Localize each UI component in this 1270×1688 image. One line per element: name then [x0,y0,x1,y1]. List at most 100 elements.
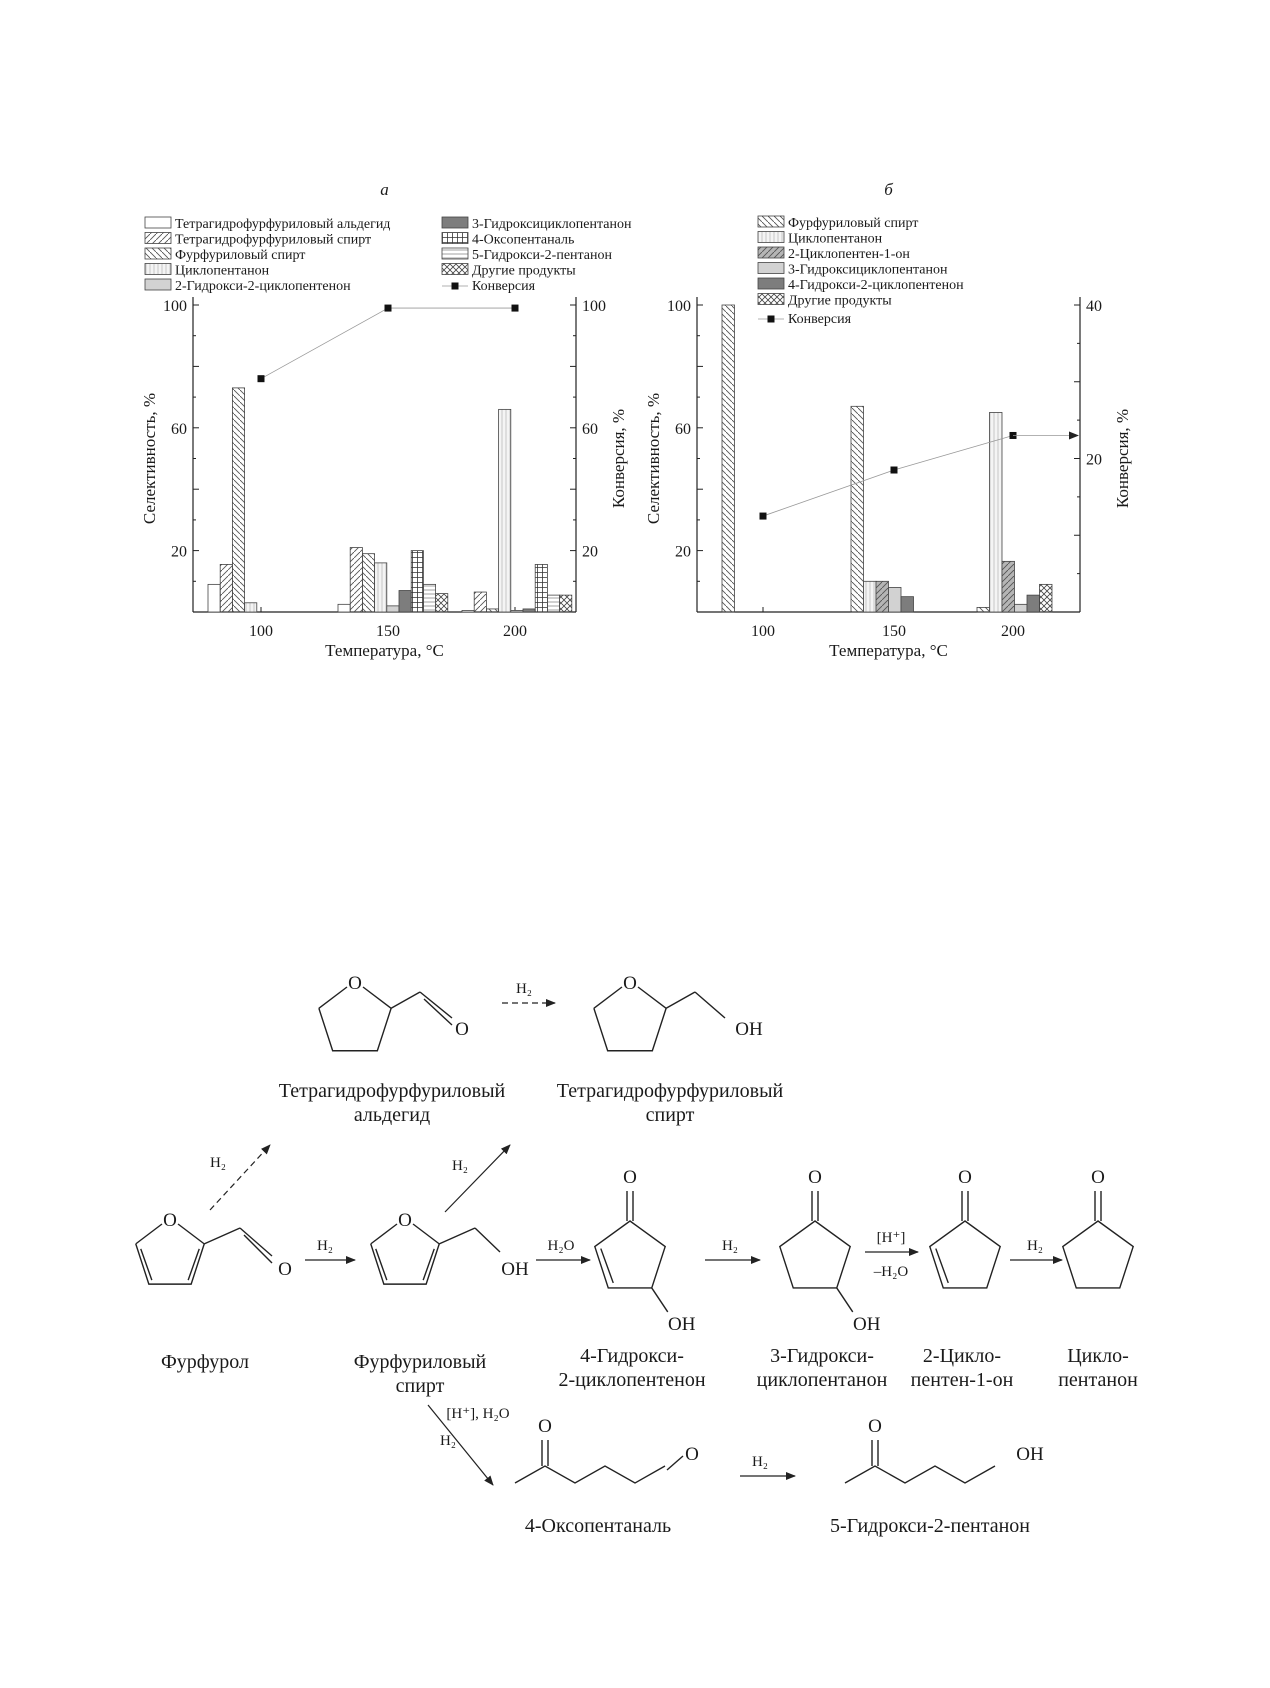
conversion-line [260,307,515,380]
bond [203,1227,241,1245]
atom: O [538,1416,552,1437]
atom: O [868,1416,882,1437]
double-bond [600,1248,614,1284]
compound-label: 4-Оксопентаналь [525,1515,671,1537]
legend-label: 5-Гидрокси-2-пентанон [472,248,613,263]
legend-swatch [144,232,172,244]
reagent: H₂ [752,1454,768,1470]
compound-label: 3-Гидрокси- [770,1345,874,1367]
x-axis-title: Температура, °C [829,641,948,660]
y-tick-label: 60 [675,421,691,438]
bond [370,1223,398,1245]
atom: O [455,1019,469,1040]
compound-label: спирт [646,1104,695,1126]
reagent: [H⁺] [877,1230,906,1246]
bond [423,998,453,1026]
bond [362,986,392,1009]
legend-swatch [757,246,785,259]
legend-swatch [757,277,785,290]
legend-swatch [757,231,785,243]
atom: O [808,1167,822,1188]
bar [976,606,990,613]
bar [461,610,475,613]
bar [422,583,436,613]
bond [318,986,348,1009]
legend-label: 4-Оксопентаналь [472,233,574,248]
legend-marker [451,282,459,290]
atom: O [623,973,637,994]
compound-label: Цикло- [1067,1345,1129,1367]
x-tick-label: 150 [376,623,400,640]
bar [547,594,561,613]
panel-label: б [884,180,893,199]
legend-swatch [144,263,172,275]
compound-label: циклопентанон [757,1369,888,1391]
y-tick-label: 100 [163,298,187,315]
atom: O [623,1167,637,1188]
legend-label: Фурфуриловый спирт [175,248,305,263]
y2-tick-label: 20 [1086,452,1102,469]
y2-tick-label: 60 [582,421,598,438]
ring [1061,1220,1135,1289]
bar [1001,560,1015,613]
bond [593,986,623,1009]
y2-tick-label: 40 [1086,298,1102,315]
x-tick-label: 200 [503,623,527,640]
bar [374,562,388,613]
bar [386,605,400,613]
bar [231,387,245,613]
atom: O [398,1210,412,1231]
bar [337,603,351,613]
compound-label: пентанон [1058,1369,1138,1391]
x-tick-label: 100 [751,623,775,640]
bond [375,1248,388,1281]
bond [474,1227,501,1253]
legend-swatch [441,232,469,244]
y-tick-label: 100 [667,298,691,315]
compound-label: Фурфурол [161,1351,249,1373]
bond [438,1227,476,1245]
ring [593,1220,667,1289]
y2-axis-title: Конверсия, % [1113,409,1132,508]
bond [637,986,667,1009]
legend-label: Фурфуриловый спирт [788,216,918,231]
bond [412,1223,440,1245]
compound-label: Фурфуриловый [354,1351,487,1373]
bond [836,1287,854,1313]
reagent: –H₂O [873,1264,909,1280]
reaction-arrow [209,1144,271,1211]
bond [694,991,726,1019]
bond [419,991,453,1019]
bar [863,580,877,613]
y-axis-title: Селективность, % [644,393,663,524]
legend-label: Конверсия [472,279,536,294]
compound-label: Тетрагидрофурфуриловый [279,1080,506,1102]
bond [177,1223,205,1245]
atom: O [958,1167,972,1188]
bond [239,1227,273,1257]
bond [390,991,421,1009]
atom: OH [1016,1444,1044,1465]
legend-swatch [757,262,785,274]
compound-label: 2-Цикло- [923,1345,1001,1367]
bar [398,590,412,613]
y-tick-label: 20 [675,544,691,561]
bar [1014,603,1028,613]
legend-label: Другие продукты [788,294,892,309]
y2-tick-label: 100 [582,298,606,315]
reagent: H₂ [516,981,532,997]
legend-label: Другие продукты [472,264,576,279]
legend-swatch [144,216,172,229]
atom: OH [853,1314,881,1335]
y-tick-label: 60 [171,421,187,438]
x-axis-title: Температура, °C [325,641,444,660]
double-bond [935,1248,949,1284]
x-tick-label: 100 [249,623,273,640]
atom: OH [501,1259,529,1280]
legend-label: Тетрагидрофурфуриловый альдегид [175,217,390,232]
bar [219,564,233,613]
reagent: [H⁺], H₂O [446,1406,509,1422]
